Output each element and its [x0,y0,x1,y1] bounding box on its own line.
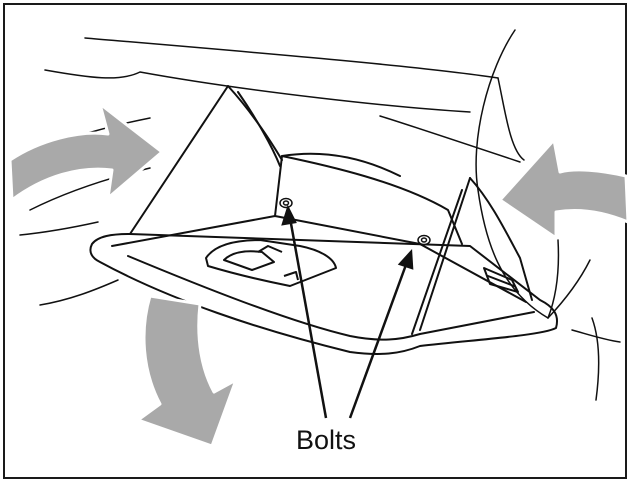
lower-arrow-down [136,294,238,448]
bolt-pointer-left-head [281,204,297,226]
bolt-right [417,234,431,246]
squeeze-arrow-left [8,102,164,202]
callout-arrows [281,204,414,419]
figure-border [3,3,627,479]
bolt-pointer-right-head [397,248,414,270]
bolts-callout-label: Bolts [296,425,357,455]
glove-box-tray [89,85,558,355]
glove-box-latch [205,239,337,287]
squeeze-arrow-right [498,138,630,240]
bolt-pointer-right [348,261,409,419]
bolt-left [279,197,293,209]
bolt-pointer-left [288,217,328,419]
motion-arrows [8,102,630,448]
